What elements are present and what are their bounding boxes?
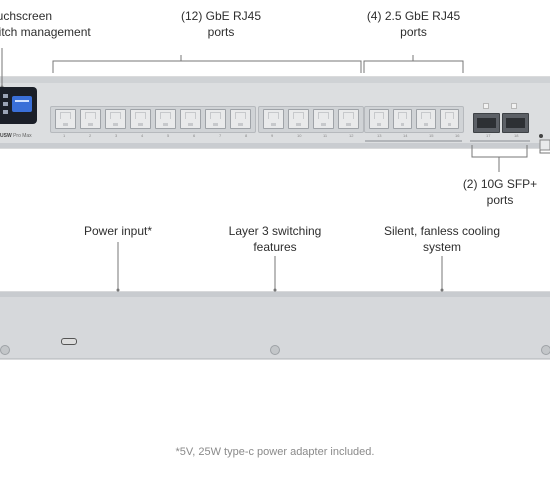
rj45-25g-label-line2: ports [400,25,427,39]
touchscreen-ui-icons [3,94,32,114]
port-number-label: 6 [193,133,196,138]
power-callout: Power input* [68,223,168,239]
touchscreen-label-line2: switch management [0,25,91,39]
switch-front-bottom-edge [0,143,550,148]
screen-menu-icon [3,94,8,98]
layer3-label-line2: features [253,240,297,254]
port-number-label: 14 [403,133,408,138]
screw-right [541,345,550,355]
port-number-label: 4 [141,133,144,138]
gbe-rj45-callout: (12) GbE RJ45 ports [166,8,276,40]
gbe-rj45-label-line2: ports [207,25,235,39]
port-number-label: 1 [63,133,66,138]
gbe-rj45-port-group-a [50,106,256,133]
port-number-label: 7 [219,133,222,138]
port-number-label: 13 [377,133,382,138]
right-edge-leader [539,150,550,154]
layer3-leader-dot [273,288,277,292]
port-number-label: 12 [349,133,354,138]
touchscreen-label-line1: Touchscreen [0,9,53,23]
screen-port-icon [3,102,8,106]
sfp-callout: (2) 10G SFP+ ports [448,176,550,208]
power-label-line1: Power input* [83,224,153,238]
rj45-25g-port [369,109,389,129]
rj45-25g-callout: (4) 2.5 GbE RJ45 ports [356,8,471,40]
switch-front-top-edge [0,77,550,83]
rj45-port [230,109,251,129]
rj45-port [288,109,309,129]
port-number-label: 3 [115,133,118,138]
port-number-label: 10 [297,133,302,138]
rj45-25g-port [439,109,459,129]
rj45-port [180,109,201,129]
port-number-label: 16 [455,133,460,138]
port-number-label: 5 [167,133,170,138]
cooling-label-line1: Silent, fanless cooling [383,224,501,238]
port-number-label: 2 [89,133,92,138]
rj45-port [80,109,101,129]
usb-c-power-port [61,338,77,345]
rj45-25g-port [416,109,436,129]
rj45-port [130,109,151,129]
rj45-port [263,109,284,129]
rj45-25g-label-line1: (4) 2.5 GbE RJ45 [366,9,461,23]
power-led-icon [539,134,543,138]
layer3-label-line1: Layer 3 switching [228,224,322,238]
screw-left [0,345,10,355]
port-number-label: 8 [245,133,248,138]
cooling-label-line2: system [422,240,461,254]
gbe-rj45-port-group-b [258,106,364,133]
sfp-led-2 [511,103,517,109]
gbe-rj45-bracket [52,60,362,73]
screen-dashboard-icon [12,96,32,112]
model-name: Pro Max [13,133,32,139]
rj45-port [313,109,334,129]
sfp-label-line2: ports [486,193,514,207]
rj45-port [338,109,359,129]
port-number-label: 15 [429,133,434,138]
rj45-port [55,109,76,129]
sfp-port [502,113,529,133]
power-leader-dot [116,288,120,292]
port-number-label: 9 [271,133,274,138]
gbe-rj45-label-line1: (12) GbE RJ45 [180,9,262,23]
power-adapter-footnote: *5V, 25W type-c power adapter included. [175,446,375,458]
sfp-label-line1: (2) 10G SFP+ [462,177,538,191]
cooling-leader-dot [440,288,444,292]
cooling-callout: Silent, fanless cooling system [376,223,508,255]
port-number-label: 18 [514,133,519,138]
screen-dashboard-bar-icon [15,100,29,102]
rj45-port [105,109,126,129]
rj45-25g-port-group [364,106,464,133]
switch-rear-top-edge [0,292,550,297]
brand-label: USW Pro Max [0,133,32,139]
rj45-25g-bracket [363,60,464,73]
rj45-port [205,109,226,129]
screw-center [270,345,280,355]
reset-button [539,139,550,151]
status-strip [365,140,462,142]
brand-name: USW [0,133,12,139]
rj45-port [155,109,176,129]
status-strip-2 [470,140,530,142]
sfp-port [473,113,500,133]
touchscreen-callout: Touchscreen switch management [0,8,91,40]
port-number-label: 11 [323,133,328,138]
port-number-label: 17 [486,133,491,138]
sfp-led-1 [483,103,489,109]
layer3-callout: Layer 3 switching features [220,223,330,255]
rj45-25g-port [392,109,412,129]
screen-settings-icon [3,110,8,114]
